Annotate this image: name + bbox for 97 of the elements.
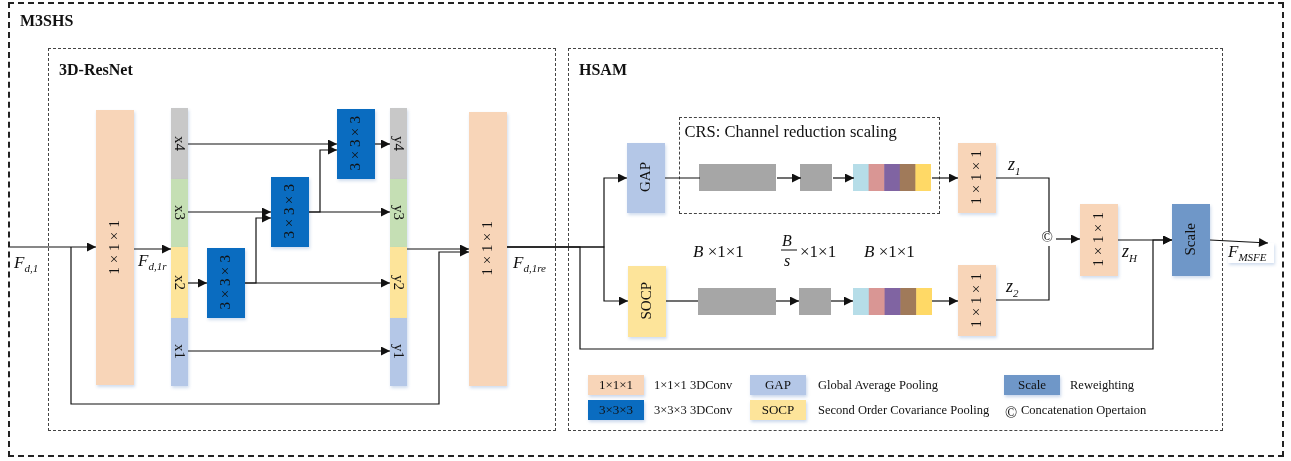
- arrow: [775, 296, 800, 306]
- dimension-label: B ×1×1: [693, 243, 744, 260]
- block-label: SOCP: [639, 282, 654, 320]
- dashed-module-frame: [48, 48, 556, 431]
- arrow: [1209, 238, 1269, 248]
- legend-text: 3×3×3 3DConv: [654, 404, 733, 417]
- feature-split-block: [170, 246, 188, 318]
- feature-split-block: [170, 107, 188, 179]
- pooling-block: [627, 265, 666, 337]
- concat-label: ©: [1041, 229, 1053, 245]
- signal-label: z$_{H}$: [1122, 242, 1137, 264]
- arrow: [931, 296, 959, 306]
- legend-sample-label: SOCP: [760, 401, 796, 419]
- block-label: y3: [390, 205, 406, 220]
- legend-symbol: ©: [1005, 405, 1018, 421]
- signal-label: F$_{d,1r}$: [138, 252, 167, 273]
- fraction-denominator: s: [784, 253, 791, 269]
- arrow: [1055, 234, 1081, 244]
- signal-label: z$_{2}$: [1006, 277, 1019, 299]
- block-label: 1×1×1: [969, 272, 984, 328]
- block-label: y2: [390, 274, 406, 290]
- legend-sample-label: Scale: [1016, 376, 1048, 394]
- block-label: y1: [390, 344, 406, 359]
- conv-block: [206, 247, 245, 318]
- feature-split-block: [389, 178, 407, 247]
- conv-block: [957, 142, 996, 213]
- legend-text: 1×1×1 3DConv: [654, 379, 733, 392]
- group-title: CRS: Channel reduction scaling: [684, 121, 897, 142]
- arrow: [406, 244, 470, 254]
- conv-block: [95, 109, 134, 385]
- feature-split-block: [389, 246, 407, 318]
- block-label: x2: [171, 274, 187, 290]
- feature-split-block: [389, 107, 407, 179]
- fraction-numerator: B: [782, 233, 792, 249]
- dimension-label: ×1×1: [800, 243, 837, 260]
- arrow: [9, 242, 97, 252]
- arrow: [133, 244, 172, 254]
- arrow: [776, 173, 802, 183]
- dimension-label: B ×1×1: [864, 243, 915, 260]
- block-label: y4: [390, 135, 406, 151]
- arrow: [187, 278, 208, 288]
- arrow: [187, 207, 272, 217]
- block-label: 1×1×1: [107, 219, 122, 275]
- dashed-module-frame: [568, 48, 1223, 431]
- signal-label: F$_{d,1re}$: [513, 254, 546, 275]
- block-label: 3×3×3: [218, 255, 233, 310]
- block-label: 1×1×1: [480, 221, 495, 276]
- dashed-group-frame: [678, 116, 940, 214]
- arrow: [832, 173, 855, 183]
- feature-vector-block: [697, 287, 776, 315]
- block-label: x4: [171, 135, 187, 151]
- legend-text: Reweighting: [1070, 379, 1134, 392]
- arrow: [244, 213, 272, 284]
- block-label: x3: [171, 205, 187, 220]
- module-title: 3D-ResNet: [59, 61, 133, 79]
- legend-text: Concatenation Opertaion: [1021, 404, 1147, 417]
- signal-label: F$_{MSFE}$: [1228, 243, 1267, 264]
- module-title: M3SHS: [20, 12, 74, 30]
- legend-sample-label: 3×3×3: [597, 401, 635, 419]
- arrow: [830, 296, 854, 306]
- legend-text: Global Average Pooling: [818, 379, 938, 392]
- feature-vector-block: [798, 287, 831, 315]
- block-label: 1×1×1: [1091, 212, 1106, 267]
- arrow: [1117, 235, 1173, 245]
- feature-vector-block: [800, 164, 832, 191]
- conv-block: [1079, 203, 1118, 276]
- feature-split-block: [389, 317, 407, 386]
- channel-weights-bar: [852, 287, 932, 315]
- block-label: GAP: [638, 162, 653, 193]
- feature-split-block: [170, 317, 188, 386]
- arrow: [187, 346, 391, 356]
- signal-label: F$_{d,1}$: [14, 254, 39, 275]
- legend-text: Second Order Covariance Pooling: [818, 404, 990, 417]
- conv-block: [957, 264, 996, 336]
- arrow: [308, 145, 338, 213]
- arrow: [931, 173, 959, 183]
- conv-block: [270, 176, 309, 247]
- feature-split-block: [170, 178, 188, 247]
- block-label: Scale: [1183, 223, 1198, 256]
- arrow: [70, 246, 470, 405]
- conv-block: [468, 111, 507, 386]
- block-label: x1: [171, 344, 187, 359]
- block-label: 3×3×3: [348, 116, 363, 171]
- block-label: 1×1×1: [969, 150, 984, 205]
- feature-vector-block: [699, 164, 776, 191]
- module-title: HSAM: [579, 61, 627, 79]
- legend-sample-label: GAP: [764, 376, 792, 394]
- pooling-block: [626, 142, 665, 213]
- channel-weights-bar: [853, 164, 931, 191]
- arrow: [187, 139, 338, 149]
- scale-block: [1171, 203, 1210, 276]
- legend-sample-label: 1×1×1: [597, 376, 635, 394]
- block-label: 3×3×3: [282, 184, 297, 239]
- arrow: [374, 139, 391, 149]
- signal-label: z$_{1}$: [1008, 155, 1021, 177]
- conv-block: [336, 108, 375, 179]
- dashed-module-frame: [8, 2, 1284, 457]
